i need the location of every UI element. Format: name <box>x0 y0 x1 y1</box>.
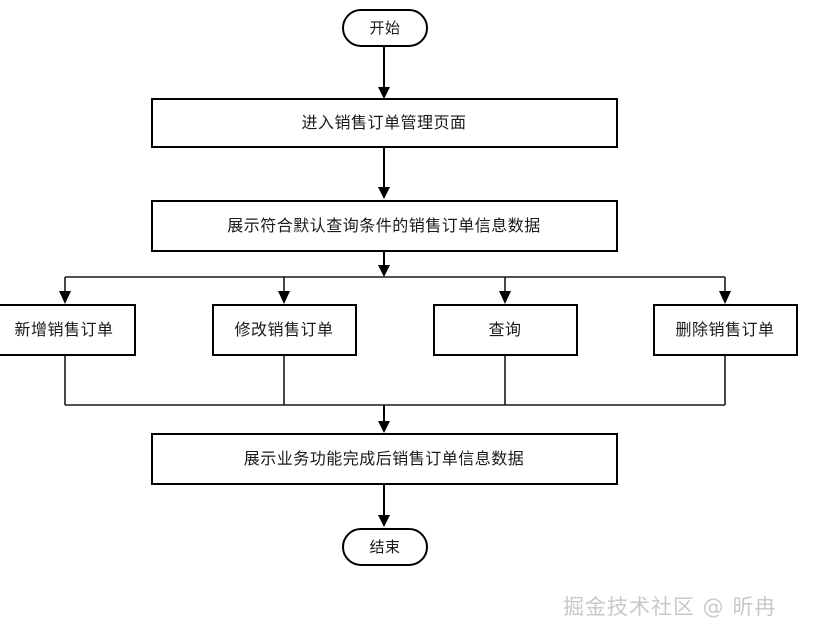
node-branch-query-label: 查询 <box>488 321 521 339</box>
node-enter-page-shape <box>151 98 618 148</box>
node-start-shape <box>342 9 428 47</box>
merge-bar <box>64 356 726 406</box>
node-default-query[interactable]: 展示符合默认查询条件的销售订单信息数据 <box>151 200 618 252</box>
node-branch-modify[interactable]: 修改销售订单 <box>212 304 357 356</box>
edge-default-query-to-split <box>378 251 390 277</box>
edge-enter-page-to-default-query <box>378 147 390 199</box>
node-start[interactable]: 开始 <box>342 9 428 47</box>
edge-start-to-enter-page <box>378 46 390 99</box>
node-end[interactable]: 结束 <box>342 528 428 566</box>
node-branch-add-shape <box>0 304 136 356</box>
node-branch-add-label: 新增销售订单 <box>14 321 113 339</box>
node-default-query-shape <box>151 200 618 252</box>
node-branch-modify-label: 修改销售订单 <box>234 321 333 339</box>
edge-after-result-to-end <box>378 484 390 527</box>
node-default-query-label: 展示符合默认查询条件的销售订单信息数据 <box>227 217 541 235</box>
node-branch-delete[interactable]: 删除销售订单 <box>653 304 798 356</box>
edge-merge-to-after-result <box>378 405 390 433</box>
node-branch-add[interactable]: 新增销售订单 <box>0 304 136 356</box>
node-end-label: 结束 <box>369 539 400 556</box>
node-branch-delete-shape <box>653 304 798 356</box>
node-branch-query-shape <box>433 304 578 356</box>
node-end-shape <box>342 528 428 566</box>
node-after-result-label: 展示业务功能完成后销售订单信息数据 <box>244 450 525 468</box>
node-enter-page[interactable]: 进入销售订单管理页面 <box>151 98 618 148</box>
split-bar <box>59 276 731 304</box>
node-branch-delete-label: 删除销售订单 <box>675 321 774 339</box>
node-after-result-shape <box>151 433 618 485</box>
node-after-result[interactable]: 展示业务功能完成后销售订单信息数据 <box>151 433 618 485</box>
node-start-label: 开始 <box>369 20 400 37</box>
node-enter-page-label: 进入销售订单管理页面 <box>301 114 466 132</box>
node-branch-modify-shape <box>212 304 357 356</box>
watermark: 掘金技术社区 @ 昕冉 <box>563 595 776 619</box>
node-branch-query[interactable]: 查询 <box>433 304 578 356</box>
